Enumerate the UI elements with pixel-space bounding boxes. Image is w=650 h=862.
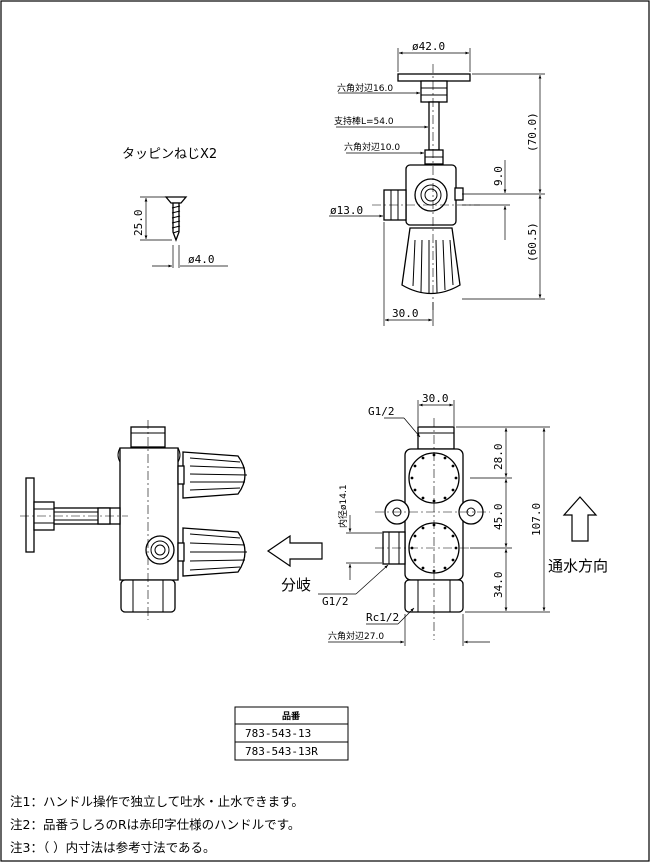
note-2: 注2：品番うしろのRは赤印字仕様のハンドルです。	[10, 817, 300, 832]
note-1: 注1：ハンドル操作で独立して吐水・止水できます。	[10, 794, 304, 809]
dim-70-label: (70.0)	[526, 112, 539, 152]
front-view-drawing: 30.0 G1/2 内径ø14.1 G1/2 Rc1/2 六角対辺27.0 28…	[318, 392, 550, 646]
g-bottom-label: G1/2	[322, 595, 349, 608]
note-3: 注3：（ ）内寸法は参考寸法である。	[10, 840, 216, 855]
side-view-drawing	[20, 420, 248, 620]
part-row-2: 783-543-13R	[245, 745, 318, 758]
inner-diameter-label: 内径ø14.1	[337, 484, 349, 528]
dim-45-label: 45.0	[492, 504, 505, 531]
handle-diameter-label: ø42.0	[412, 40, 445, 53]
flow-label: 通水方向	[548, 557, 608, 575]
g-top-label: G1/2	[368, 405, 395, 418]
rc-label: Rc1/2	[366, 611, 399, 624]
branch-arrow: 分岐	[266, 534, 323, 594]
part-number-table: 品番 783-543-13 783-543-13R	[234, 706, 349, 761]
screw-length-label: 25.0	[132, 210, 145, 237]
branch-label: 分岐	[281, 576, 311, 594]
dim-30-label: 30.0	[392, 307, 419, 320]
part-row-1: 783-543-13	[245, 727, 311, 740]
rod-label: 支持棒L=54.0	[334, 115, 394, 127]
flow-direction: 通水方向	[548, 496, 608, 575]
part-table-header: 品番	[282, 710, 301, 722]
flow-arrow-icon	[562, 496, 598, 542]
dim-34-label: 34.0	[492, 572, 505, 599]
screw-title: タッピンねじX2	[122, 147, 217, 162]
dim-60-label: (60.5)	[526, 222, 539, 262]
screw-diameter-label: ø4.0	[188, 253, 215, 266]
dim-107-label: 107.0	[530, 503, 543, 536]
dim-9-label: 9.0	[492, 166, 505, 186]
hex16-label: 六角対辺16.0	[337, 82, 393, 94]
top-view-drawing: ø42.0 六角対辺16.0 支持棒L=54.0 六角対辺10.0 ø13.0 …	[329, 40, 545, 326]
front-width-label: 30.0	[422, 392, 449, 405]
dim-28-label: 28.0	[492, 444, 505, 471]
hex27-label: 六角対辺27.0	[328, 630, 384, 642]
notes-block: 注1：ハンドル操作で独立して吐水・止水できます。 注2：品番うしろのRは赤印字仕…	[10, 794, 304, 855]
hex10-label: 六角対辺10.0	[344, 141, 400, 153]
pipe-diameter-label: ø13.0	[330, 204, 363, 217]
screw-drawing: タッピンねじX2 25.0 ø4.0	[122, 147, 228, 268]
